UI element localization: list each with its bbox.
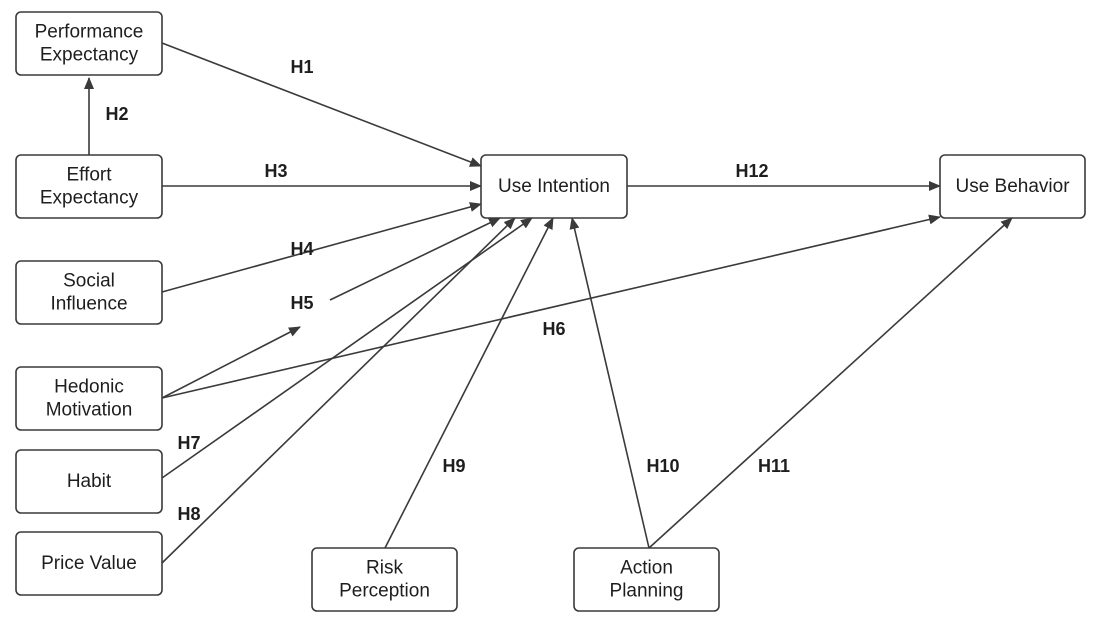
edge-label-h9: H9 [442,456,465,476]
edge-label-h2: H2 [105,104,128,124]
node-pv-label-line-0: Price Value [41,553,137,574]
edge-h5-lead-arrow [161,326,301,399]
node-rp-label-line-0: Risk [366,558,403,579]
node-ee-label-line-0: Effort [66,165,112,186]
node-hab-label-line-0: Habit [67,471,112,492]
node-ap-label-line-1: Planning [610,581,684,602]
node-pe-box [15,11,163,76]
edge-h5 [161,217,501,399]
node-hab: Habit [15,449,163,514]
node-ap-label-line-0: Action [620,558,673,579]
node-ap-box [573,547,720,612]
edge-h8-arrow [161,217,516,564]
node-rp-label-line-1: Perception [339,581,430,602]
edge-h4-arrow [161,202,482,293]
edge-label-h5: H5 [290,293,313,313]
edge-h10-arrow [569,217,650,549]
node-pe-label-line-0: Performance [35,22,144,43]
node-ui-label-line-0: Use Intention [498,176,610,197]
node-hm-box [15,366,163,431]
node-pv: Price Value [15,531,163,596]
node-ui: Use Intention [480,154,628,219]
node-ub-box [939,154,1086,219]
edge-label-h12: H12 [735,161,768,181]
edge-h5-arrow [329,217,501,301]
node-si-label-line-0: Social [63,271,115,292]
node-ee-box [15,154,163,219]
edge-h11-arrow [648,217,1013,549]
edge-h1-arrow [161,42,482,167]
edge-label-h7: H7 [177,433,200,453]
edge-label-h11: H11 [758,456,790,476]
edge-h7 [161,217,533,479]
edges-layer [84,42,1013,564]
nodes-layer: PerformanceExpectancyEffortExpectancySoc… [15,11,1086,612]
edge-h6-arrow [161,214,941,399]
edge-h8 [161,217,516,564]
edge-label-h3: H3 [264,161,287,181]
edge-h6 [161,214,941,399]
node-ui-box [480,154,628,219]
node-si-label-line-1: Influence [50,294,127,315]
edge-label-h8: H8 [177,504,200,524]
node-ub-label-line-0: Use Behavior [955,176,1070,197]
node-pe-label-line-1: Expectancy [40,45,139,66]
node-si-box [15,260,163,325]
node-rp-box [311,547,458,612]
node-hm-label-line-0: Hedonic [54,377,124,398]
edge-label-h6: H6 [542,319,565,339]
edge-h11 [648,217,1013,549]
edge-label-h4: H4 [290,239,313,259]
node-pv-box [15,531,163,596]
edge-h9 [384,217,554,549]
edge-h4 [161,202,482,293]
node-ee-label-line-1: Expectancy [40,188,139,209]
edge-h9-arrow [384,217,554,549]
node-hab-box [15,449,163,514]
edge-label-h1: H1 [290,57,313,77]
edge-label-h10: H10 [646,456,679,476]
node-hm-label-line-1: Motivation [46,400,133,421]
node-ub: Use Behavior [939,154,1086,219]
edge-h7-arrow [161,217,533,479]
edge-h10 [569,217,650,549]
edge-h1 [161,42,482,167]
